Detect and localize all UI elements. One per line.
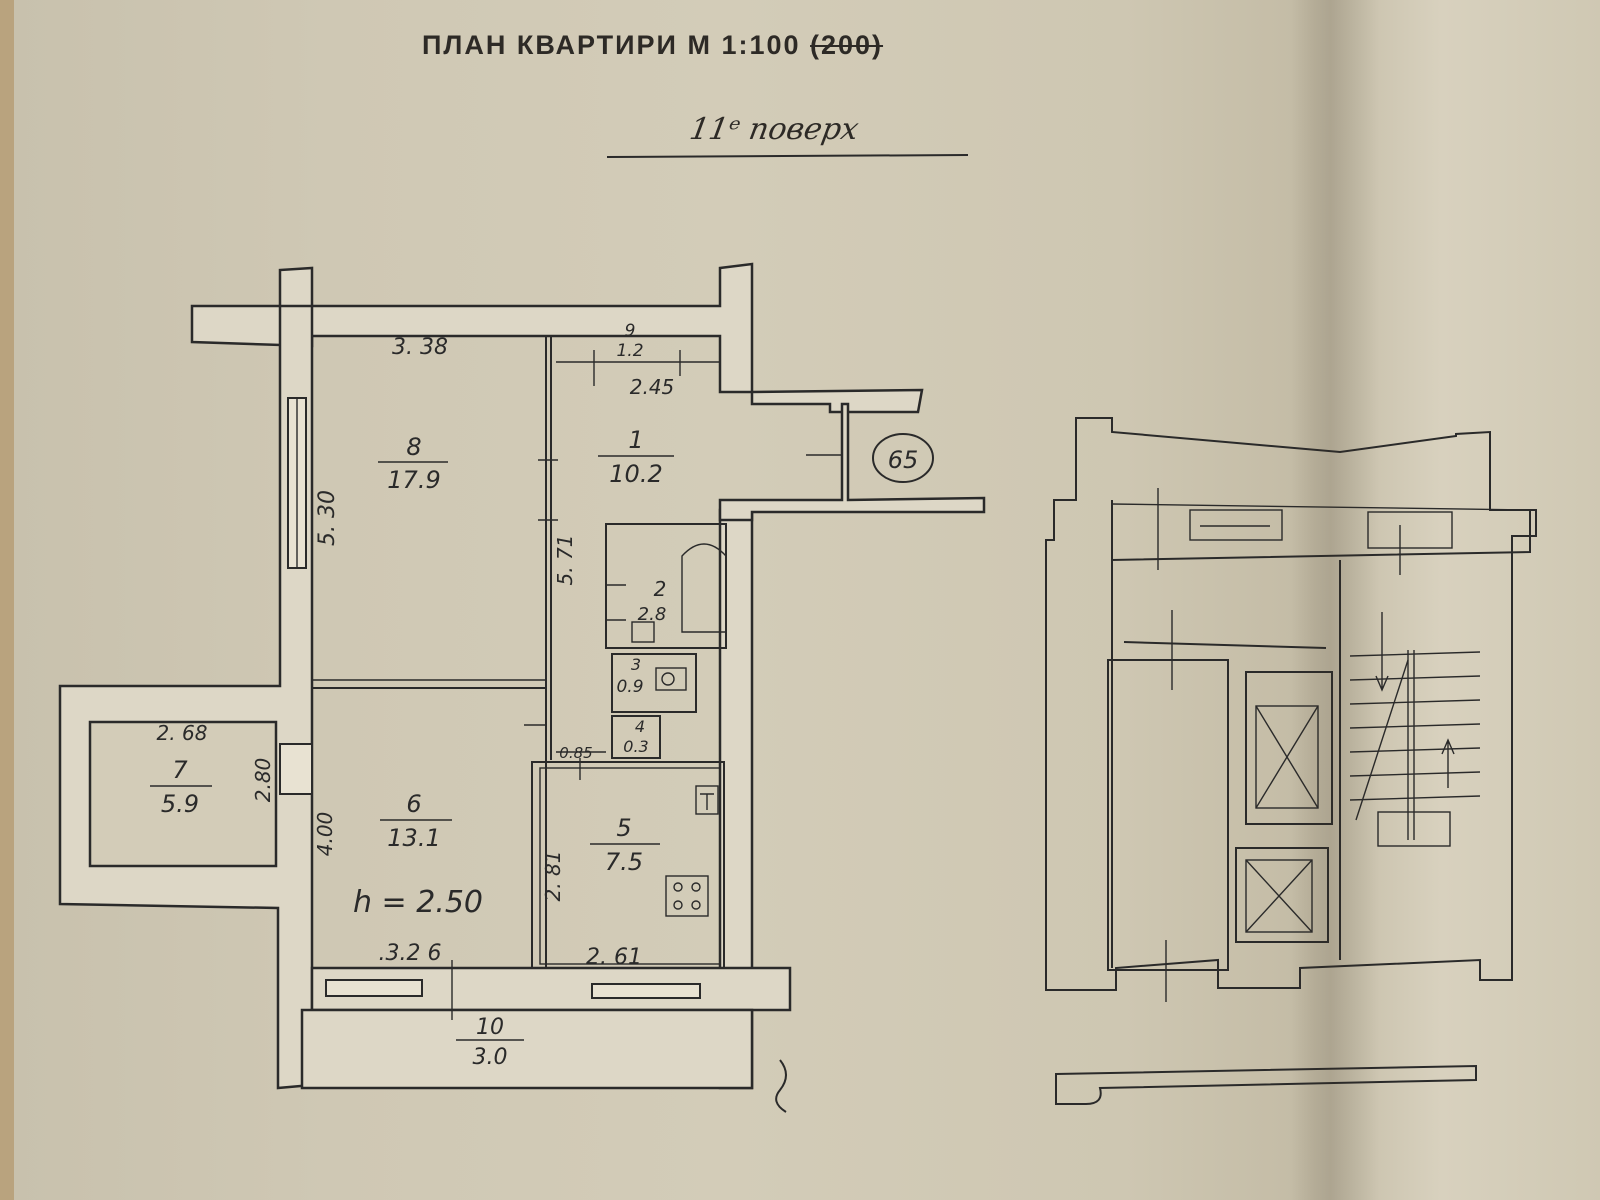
dim-0-85: 0.85 bbox=[559, 744, 592, 762]
room-8-number: 8 bbox=[406, 433, 421, 461]
stair-down-arrow-icon bbox=[1375, 612, 1389, 692]
elevator-shaft-2 bbox=[1235, 847, 1329, 943]
room-4-number: 4 bbox=[635, 717, 645, 736]
room-7-number: 7 bbox=[172, 756, 188, 784]
apartment-number-circle bbox=[872, 433, 934, 483]
dimension-labels: 3. 38 2.45 5. 30 5. 71 2. 68 2.80 4.00 .… bbox=[157, 335, 675, 970]
stove-icon bbox=[665, 875, 709, 917]
dim-2-61: 2. 61 bbox=[586, 945, 642, 970]
room-9-number: 9 bbox=[625, 321, 636, 341]
room-1-number: 1 bbox=[628, 426, 643, 454]
stairwell-block bbox=[1045, 417, 1537, 1105]
room-4-outline bbox=[611, 715, 661, 759]
ceiling-height: h = 2.50 bbox=[353, 885, 483, 920]
dim-2-81: 2. 81 bbox=[541, 851, 565, 902]
room-5-outline bbox=[531, 761, 725, 969]
room-8-area: 17.9 bbox=[387, 466, 440, 494]
stair-up-arrow-icon bbox=[1441, 738, 1455, 788]
balcony-door bbox=[279, 743, 313, 795]
dim-3-38: 3. 38 bbox=[392, 335, 448, 360]
apartment-walls bbox=[58, 262, 986, 1090]
sink-icon bbox=[631, 621, 655, 643]
riser-icon bbox=[695, 785, 719, 815]
dim-4-00: 4.00 bbox=[313, 812, 337, 857]
dim-2-45: 2.45 bbox=[630, 375, 675, 399]
left-wall bbox=[58, 304, 314, 1090]
toilet-icon bbox=[655, 667, 687, 691]
dim-3-26: .3.2 6 bbox=[379, 941, 442, 966]
break-line bbox=[775, 970, 791, 1113]
room-7-interior bbox=[88, 720, 278, 868]
dimension-ticks bbox=[451, 350, 842, 1020]
title-struck-scale: (200) bbox=[810, 30, 884, 60]
stairwell-outline bbox=[1045, 417, 1537, 991]
dim-2-80: 2.80 bbox=[251, 758, 275, 803]
room-10-number: 10 bbox=[476, 1015, 504, 1040]
room-2-number: 2 bbox=[654, 577, 667, 601]
balcony-wall bbox=[300, 1008, 754, 1090]
windows bbox=[279, 397, 701, 999]
stair-window-2 bbox=[1367, 511, 1453, 549]
bathtub-icon bbox=[681, 543, 727, 633]
room-5-number: 5 bbox=[616, 814, 631, 842]
room-7-area: 5.9 bbox=[161, 790, 199, 818]
room-1-area: 10.2 bbox=[609, 460, 662, 488]
room-3-outline bbox=[611, 653, 697, 713]
room-4-area: 0.3 bbox=[623, 737, 648, 756]
room-labels: 8 17.9 1 10.2 9 1.2 2 2.8 3 0.9 4 0.3 5 … bbox=[150, 321, 674, 1070]
title-main: ПЛАН КВАРТИРИ М 1:100 bbox=[422, 30, 801, 60]
room-10-area: 3.0 bbox=[473, 1045, 508, 1070]
storage-room bbox=[1107, 659, 1229, 971]
floor-note-underline bbox=[606, 154, 969, 158]
stair-window-1 bbox=[1189, 509, 1283, 541]
partitions bbox=[312, 336, 727, 969]
top-wall bbox=[190, 262, 924, 414]
room-5-area: 7.5 bbox=[605, 848, 643, 876]
window-room-5 bbox=[591, 983, 701, 999]
elevator-shaft-1 bbox=[1245, 671, 1333, 825]
entrance-canopy bbox=[1055, 1064, 1477, 1105]
room-6-number: 6 bbox=[406, 790, 421, 818]
room-3-area: 0.9 bbox=[616, 677, 643, 697]
room-9-area: 1.2 bbox=[616, 341, 643, 361]
entry-wall bbox=[718, 402, 986, 522]
room-5-inner bbox=[539, 767, 721, 965]
room-6-area: 13.1 bbox=[387, 824, 440, 852]
room-2-area: 2.8 bbox=[638, 604, 667, 625]
room-3-number: 3 bbox=[631, 655, 641, 674]
apartment-number: 65 bbox=[888, 446, 919, 474]
page-title: ПЛАН КВАРТИРИ М 1:100 (200) bbox=[422, 30, 883, 61]
window-room-6 bbox=[325, 979, 423, 997]
dim-2-68: 2. 68 bbox=[157, 721, 208, 745]
dim-5-71: 5. 71 bbox=[553, 535, 577, 586]
dim-5-30: 5. 30 bbox=[315, 490, 340, 546]
stair-flight bbox=[1349, 612, 1481, 847]
